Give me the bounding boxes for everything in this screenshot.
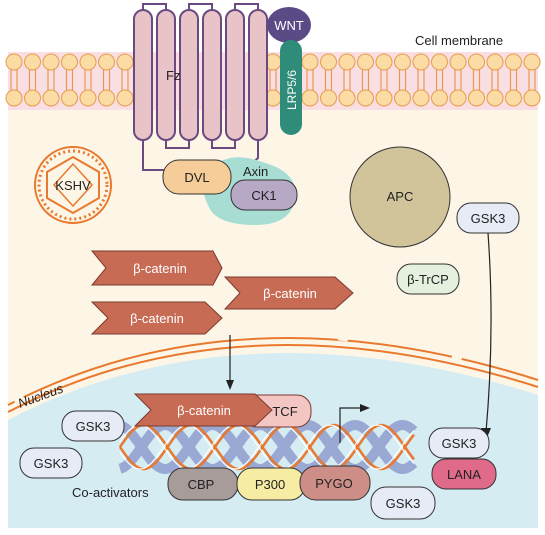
beta-catenin-3-label: β-catenin bbox=[130, 311, 184, 326]
beta-catenin-nuclear bbox=[133, 393, 273, 427]
cbp-label: CBP bbox=[188, 477, 215, 492]
beta-catenin-2-label: β-catenin bbox=[263, 286, 317, 301]
beta-catenin-1-label: β-catenin bbox=[133, 261, 187, 276]
lrp-label: LRP5/6 bbox=[285, 70, 299, 110]
wnt-ligand bbox=[267, 7, 311, 43]
kshv-label: KSHV bbox=[55, 178, 91, 193]
pygo-protein bbox=[299, 465, 371, 501]
p300-label: P300 bbox=[255, 477, 285, 492]
gsk3-nuclear-1-label: GSK3 bbox=[76, 419, 111, 434]
lipid-bilayer bbox=[5, 53, 541, 107]
gsk3-to-lana-arrow bbox=[485, 232, 492, 433]
dvl-protein bbox=[162, 159, 232, 195]
cell-membrane-label: Cell membrane bbox=[415, 33, 503, 48]
gsk3-nuclear-2-label: GSK3 bbox=[34, 456, 69, 471]
gsk3-nuclear-4 bbox=[370, 486, 436, 520]
apc-protein bbox=[349, 146, 451, 248]
beta-catenin-nuclear-label: β-catenin bbox=[177, 403, 231, 418]
gsk3-nuclear-4-label: GSK3 bbox=[386, 496, 421, 511]
lrp-receptor bbox=[280, 40, 302, 135]
lana-protein bbox=[431, 458, 497, 490]
tcf-label: TCF bbox=[272, 404, 297, 419]
dvl-label: DVL bbox=[184, 170, 209, 185]
beta-catenin-1 bbox=[90, 250, 223, 286]
beta-catenin-3 bbox=[90, 301, 223, 335]
btrcp-protein bbox=[396, 263, 460, 295]
kshv-virion bbox=[34, 146, 112, 224]
nuclear-envelope-inner bbox=[7, 344, 539, 413]
gsk3-nuclear-3-label: GSK3 bbox=[442, 436, 477, 451]
frizzled-receptor bbox=[133, 3, 268, 171]
ck1-protein bbox=[230, 179, 298, 211]
gsk3-nuclear-2 bbox=[19, 447, 83, 479]
lana-label: LANA bbox=[447, 467, 481, 482]
co-activators-label: Co-activators bbox=[72, 485, 149, 500]
apc-label: APC bbox=[387, 189, 414, 204]
fz-label: Fz bbox=[166, 68, 180, 83]
axin-label: Axin bbox=[243, 164, 268, 179]
btrcp-label: β-TrCP bbox=[407, 272, 449, 287]
beta-catenin-2 bbox=[223, 276, 354, 310]
gsk3-nuclear-1 bbox=[61, 410, 125, 442]
gsk3-cytoplasm-label: GSK3 bbox=[471, 211, 506, 226]
transcription-start-arrow bbox=[339, 407, 362, 443]
pygo-label: PYGO bbox=[315, 476, 353, 491]
ck1-label: CK1 bbox=[251, 188, 276, 203]
wnt-label: WNT bbox=[274, 18, 304, 33]
gsk3-nuclear-3 bbox=[428, 427, 490, 459]
